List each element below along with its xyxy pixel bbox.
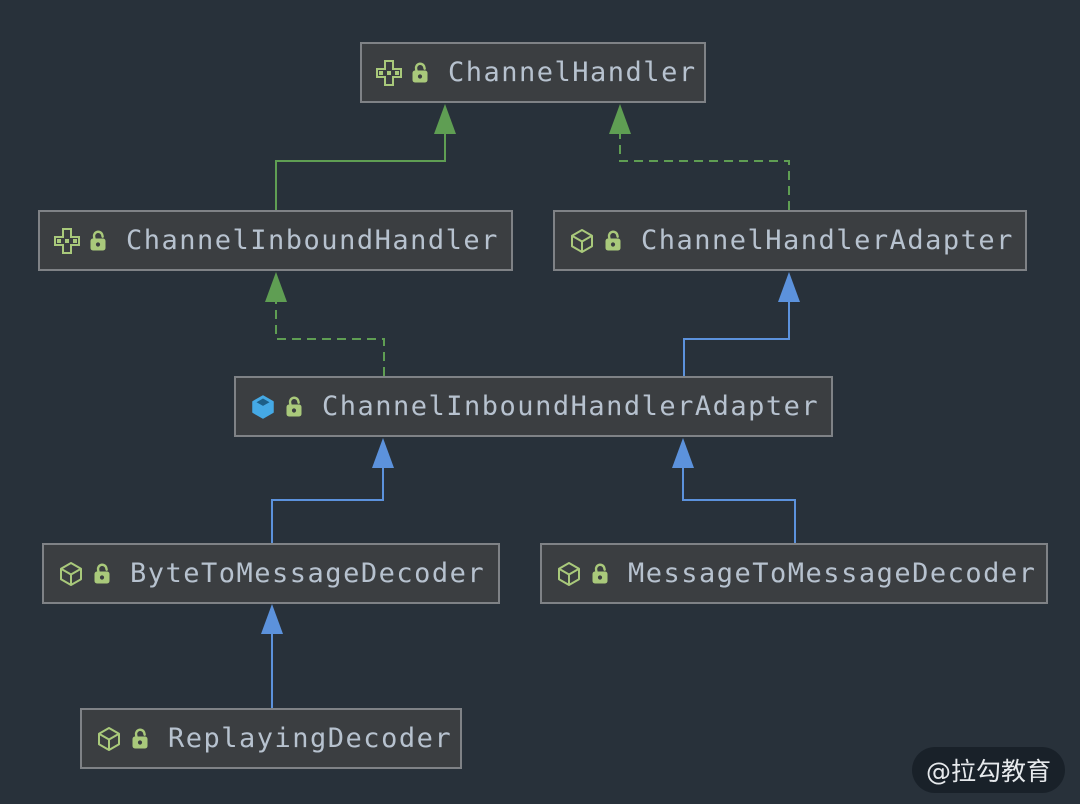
unlocked-lock-icon	[92, 561, 112, 586]
unlocked-lock-icon	[410, 60, 430, 85]
arrowhead-extends-icon	[434, 104, 456, 134]
edge-messagetomessagedecoder-extends-channelinboundhandleradapter	[682, 466, 796, 543]
class-name: ChannelInboundHandler	[126, 225, 499, 256]
arrowhead-extends-icon	[672, 438, 694, 468]
edge-channelinboundhandleradapter-implements-channelinboundhandler	[275, 300, 385, 376]
arrowhead-extends-icon	[372, 438, 394, 468]
class-name: ChannelHandlerAdapter	[641, 225, 1014, 256]
class-cube-filled-icon	[250, 394, 276, 420]
class-node-channelhandleradapter[interactable]: ChannelHandlerAdapter	[553, 210, 1027, 271]
class-name: MessageToMessageDecoder	[628, 558, 1037, 589]
arrowhead-extends-icon	[778, 272, 800, 302]
arrowhead-implements-icon	[609, 104, 631, 134]
interface-icon	[54, 227, 80, 254]
class-name: ReplayingDecoder	[168, 723, 453, 754]
watermark-badge: @拉勾教育	[912, 747, 1065, 793]
class-node-replayingdecoder[interactable]: ReplayingDecoder	[80, 708, 462, 769]
unlocked-lock-icon	[590, 561, 610, 586]
class-node-channelinboundhandler[interactable]: ChannelInboundHandler	[38, 210, 513, 271]
class-node-channelinboundhandleradapter[interactable]: ChannelInboundHandlerAdapter	[234, 376, 833, 437]
class-cube-icon	[96, 726, 122, 752]
edge-channelinboundhandleradapter-extends-channelhandleradapter	[683, 300, 790, 376]
class-node-bytetomessagedecoder[interactable]: ByteToMessageDecoder	[42, 543, 500, 604]
unlocked-lock-icon	[88, 228, 108, 253]
class-cube-icon	[58, 561, 84, 587]
class-name: ChannelHandler	[448, 57, 697, 88]
class-cube-icon	[569, 228, 595, 254]
edge-channelinboundhandler-extends-channelhandler	[275, 132, 446, 210]
class-node-channelhandler[interactable]: ChannelHandler	[360, 42, 706, 103]
edge-channelhandleradapter-implements-channelhandler	[619, 132, 790, 210]
arrowhead-extends-icon	[261, 604, 283, 634]
class-node-messagetomessagedecoder[interactable]: MessageToMessageDecoder	[540, 543, 1048, 604]
unlocked-lock-icon	[603, 228, 623, 253]
edge-bytetomessagedecoder-extends-channelinboundhandleradapter	[271, 466, 384, 543]
class-name: ChannelInboundHandlerAdapter	[322, 391, 820, 422]
class-cube-icon	[556, 561, 582, 587]
unlocked-lock-icon	[284, 394, 304, 419]
watermark-text: @拉勾教育	[925, 757, 1051, 786]
arrowhead-implements-icon	[265, 272, 287, 302]
unlocked-lock-icon	[130, 726, 150, 751]
class-name: ByteToMessageDecoder	[130, 558, 486, 589]
interface-icon	[376, 59, 402, 86]
